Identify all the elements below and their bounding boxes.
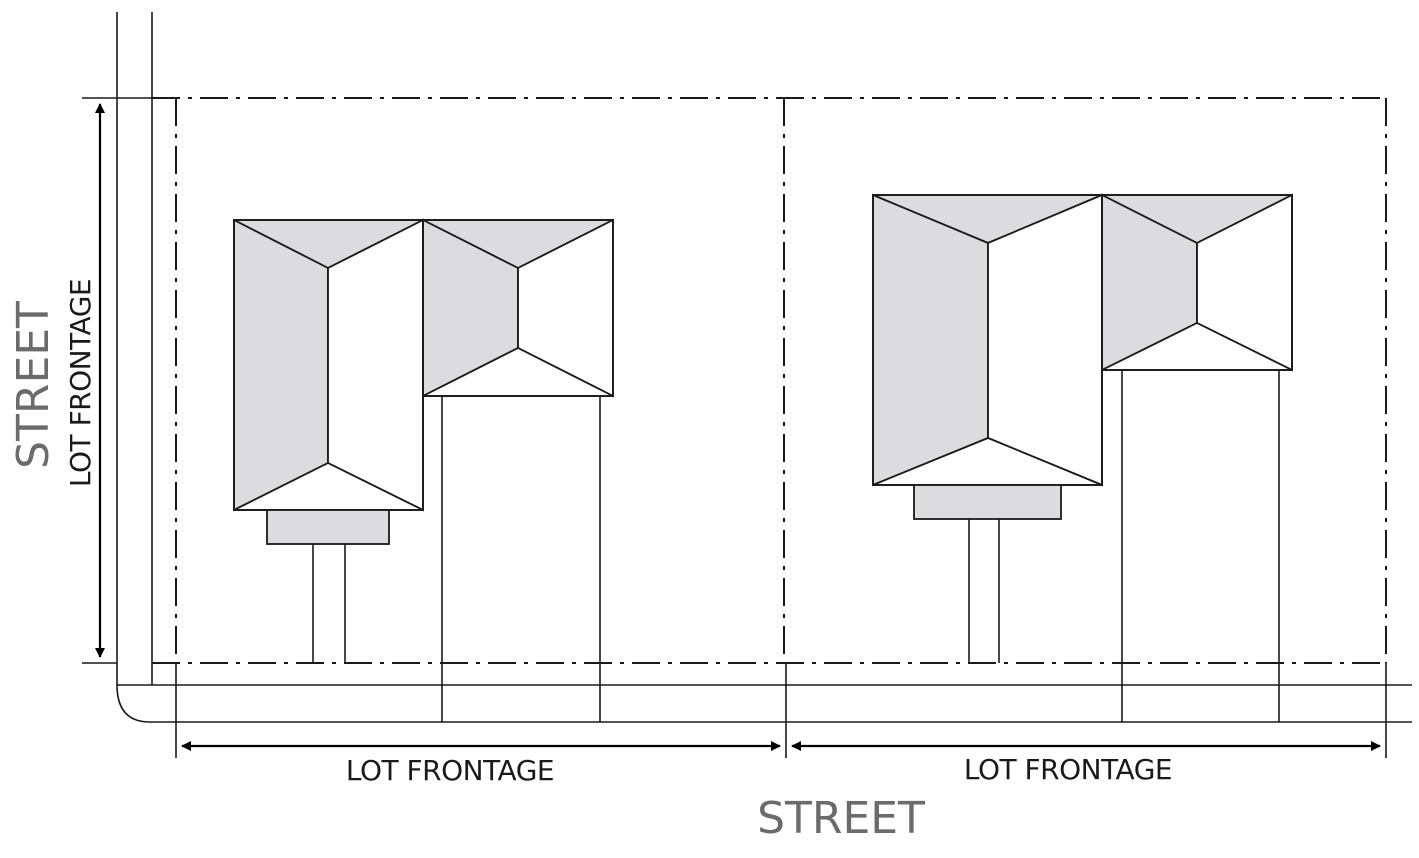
left-house-walkway bbox=[312, 544, 346, 663]
left-house-garage-roof bbox=[422, 218, 614, 398]
street-label-bottom: STREET bbox=[757, 793, 925, 844]
left-street-edges bbox=[116, 12, 153, 685]
bottom-street-edges bbox=[116, 663, 1412, 723]
lot-boundaries bbox=[152, 97, 1387, 664]
right-house-garage-roof bbox=[1101, 193, 1293, 372]
right-house-driveway bbox=[1121, 370, 1280, 722]
left-house bbox=[233, 218, 614, 722]
lot-frontage-label-right: LOT FRONTAGE bbox=[964, 753, 1172, 786]
right-house bbox=[872, 193, 1293, 722]
horizontal-frontage-dimensions bbox=[175, 663, 1387, 758]
lot-frontage-label-vertical: LOT FRONTAGE bbox=[64, 279, 97, 487]
right-house-porch bbox=[913, 484, 1062, 520]
right-house-walkway bbox=[968, 519, 1000, 663]
right-house-main-roof bbox=[872, 193, 1103, 487]
left-house-driveway bbox=[441, 396, 601, 722]
lot-frontage-label-left: LOT FRONTAGE bbox=[346, 754, 554, 787]
left-house-main-roof bbox=[233, 218, 424, 512]
vertical-frontage-dimension bbox=[82, 97, 152, 664]
street-label-left: STREET bbox=[8, 301, 59, 469]
left-house-porch bbox=[266, 509, 390, 545]
